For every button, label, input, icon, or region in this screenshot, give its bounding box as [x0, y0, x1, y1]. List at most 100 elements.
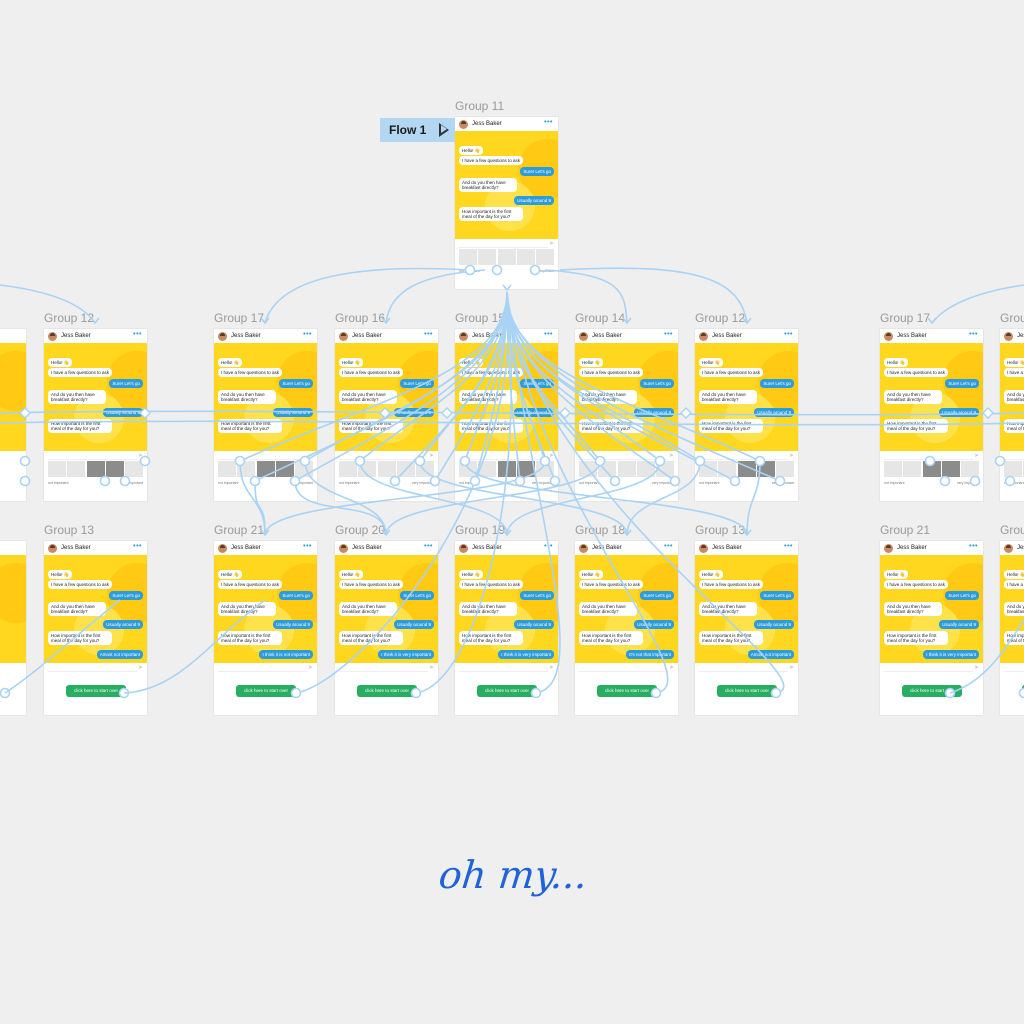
scale-option[interactable]: [579, 461, 597, 477]
scale-option[interactable]: [86, 461, 105, 477]
phone-frame[interactable]: Jess Baker•••Hello! 👋I have a few questi…: [575, 329, 678, 501]
scale-option[interactable]: [256, 461, 275, 477]
scale-option[interactable]: [497, 249, 516, 265]
send-icon[interactable]: ➤: [307, 453, 313, 459]
more-dots-icon[interactable]: •••: [544, 331, 553, 338]
scale-option[interactable]: [598, 461, 617, 477]
start-over-button[interactable]: click here to start over: [236, 685, 296, 697]
scale-option[interactable]: [48, 461, 66, 477]
more-dots-icon[interactable]: •••: [784, 331, 793, 338]
connection-node[interactable]: [680, 407, 692, 419]
send-icon[interactable]: ➤: [548, 665, 554, 671]
more-dots-icon[interactable]: •••: [424, 331, 433, 338]
play-icon[interactable]: [439, 123, 449, 137]
scale-option[interactable]: [718, 461, 737, 477]
importance-scale[interactable]: [459, 461, 554, 477]
scale-option[interactable]: [617, 461, 636, 477]
scale-option[interactable]: [497, 461, 516, 477]
send-icon[interactable]: ➤: [788, 665, 794, 671]
send-icon[interactable]: ➤: [668, 665, 674, 671]
send-icon[interactable]: ➤: [973, 453, 979, 459]
message-input[interactable]: [1004, 455, 1024, 460]
scale-option[interactable]: [941, 461, 960, 477]
importance-scale[interactable]: [459, 249, 554, 265]
more-dots-icon[interactable]: •••: [784, 543, 793, 550]
importance-scale[interactable]: [699, 461, 794, 477]
phone-frame[interactable]: Jess Baker•••Hello! 👋I have a few questi…: [1000, 329, 1024, 501]
message-input[interactable]: [884, 667, 973, 672]
message-input[interactable]: [339, 667, 428, 672]
phone-frame[interactable]: Jess Baker•••Hello! 👋I have a few questi…: [695, 541, 798, 715]
message-input[interactable]: [1004, 667, 1024, 672]
send-icon[interactable]: ➤: [307, 665, 313, 671]
scale-option[interactable]: [67, 461, 86, 477]
importance-scale[interactable]: [218, 461, 313, 477]
frame-label[interactable]: Group 12: [44, 311, 95, 325]
scale-option[interactable]: [536, 249, 554, 265]
importance-scale[interactable]: [1004, 461, 1024, 477]
message-input[interactable]: [459, 243, 548, 248]
scale-option[interactable]: [699, 461, 717, 477]
frame-label[interactable]: Group 11: [455, 99, 505, 113]
scale-option[interactable]: [339, 461, 357, 477]
message-input[interactable]: [48, 455, 137, 460]
scale-option[interactable]: [377, 461, 396, 477]
scale-option[interactable]: [358, 461, 377, 477]
start-over-button[interactable]: click here to start over: [357, 685, 417, 697]
scale-option[interactable]: [1004, 461, 1022, 477]
frame-label[interactable]: Group 15: [455, 311, 506, 325]
start-over-button[interactable]: click here to start over: [717, 685, 777, 697]
frame-label[interactable]: Group 13: [44, 523, 95, 537]
send-icon[interactable]: ➤: [668, 453, 674, 459]
phone-frame[interactable]: Jess Baker•••Hello! 👋I have a few questi…: [44, 329, 147, 501]
start-over-button[interactable]: click here to start over: [477, 685, 537, 697]
message-input[interactable]: [699, 667, 788, 672]
phone-frame[interactable]: Jess Baker•••Hello! 👋I have a few questi…: [455, 329, 558, 501]
message-input[interactable]: [218, 667, 307, 672]
scale-option[interactable]: [459, 249, 477, 265]
scale-option[interactable]: [737, 461, 756, 477]
scale-option[interactable]: [636, 461, 655, 477]
phone-frame[interactable]: Jess Baker•••Hello! 👋I have a few questi…: [880, 329, 983, 501]
phone-frame[interactable]: Jess Baker•••Hello! 👋I have a few questi…: [695, 329, 798, 501]
frame-label[interactable]: Group 20: [335, 523, 386, 537]
message-input[interactable]: [218, 455, 307, 460]
scale-option[interactable]: [218, 461, 236, 477]
frame-label[interactable]: Group 19: [455, 523, 506, 537]
scale-option[interactable]: [275, 461, 294, 477]
more-dots-icon[interactable]: •••: [544, 543, 553, 550]
phone-frame[interactable]: Jess Baker•••Hello! 👋I have a few questi…: [44, 541, 147, 715]
scale-option[interactable]: [125, 461, 143, 477]
send-icon[interactable]: ➤: [548, 453, 554, 459]
send-icon[interactable]: ➤: [973, 665, 979, 671]
frame-label[interactable]: Group 21: [214, 523, 265, 537]
message-input[interactable]: [579, 455, 668, 460]
connection-node[interactable]: [982, 407, 994, 419]
send-icon[interactable]: ➤: [137, 665, 143, 671]
scale-option[interactable]: [656, 461, 674, 477]
frame-label[interactable]: Grou: [1000, 523, 1024, 537]
importance-scale[interactable]: [339, 461, 434, 477]
phone-frame[interactable]: Jess Baker•••Hello! 👋I have a few questi…: [335, 329, 438, 501]
message-input[interactable]: [339, 455, 428, 460]
more-dots-icon[interactable]: •••: [664, 331, 673, 338]
message-input[interactable]: [48, 667, 137, 672]
more-dots-icon[interactable]: •••: [303, 331, 312, 338]
scale-option[interactable]: [478, 461, 497, 477]
phone-frame[interactable]: Jess Baker•••Hello! 👋I have a few questi…: [1000, 541, 1024, 715]
scale-option[interactable]: [237, 461, 256, 477]
scale-option[interactable]: [396, 461, 415, 477]
more-dots-icon[interactable]: •••: [133, 331, 142, 338]
flow-start-tag[interactable]: Flow 1: [380, 118, 455, 142]
scale-option[interactable]: [884, 461, 902, 477]
phone-frame[interactable]: Jess Baker•••Hello! 👋I have a few questi…: [335, 541, 438, 715]
scale-option[interactable]: [516, 461, 535, 477]
frame-label[interactable]: Group 12: [695, 311, 746, 325]
phone-frame[interactable]: Jess Baker•••Hello! 👋I have a few questi…: [214, 541, 317, 715]
phone-frame[interactable]: Jess Baker•••Hello! 👋I have a few questi…: [455, 541, 558, 715]
phone-frame[interactable]: [0, 541, 26, 715]
start-over-button[interactable]: click here to start over: [597, 685, 657, 697]
scale-option[interactable]: [922, 461, 941, 477]
scale-option[interactable]: [105, 461, 124, 477]
scale-option[interactable]: [516, 249, 535, 265]
